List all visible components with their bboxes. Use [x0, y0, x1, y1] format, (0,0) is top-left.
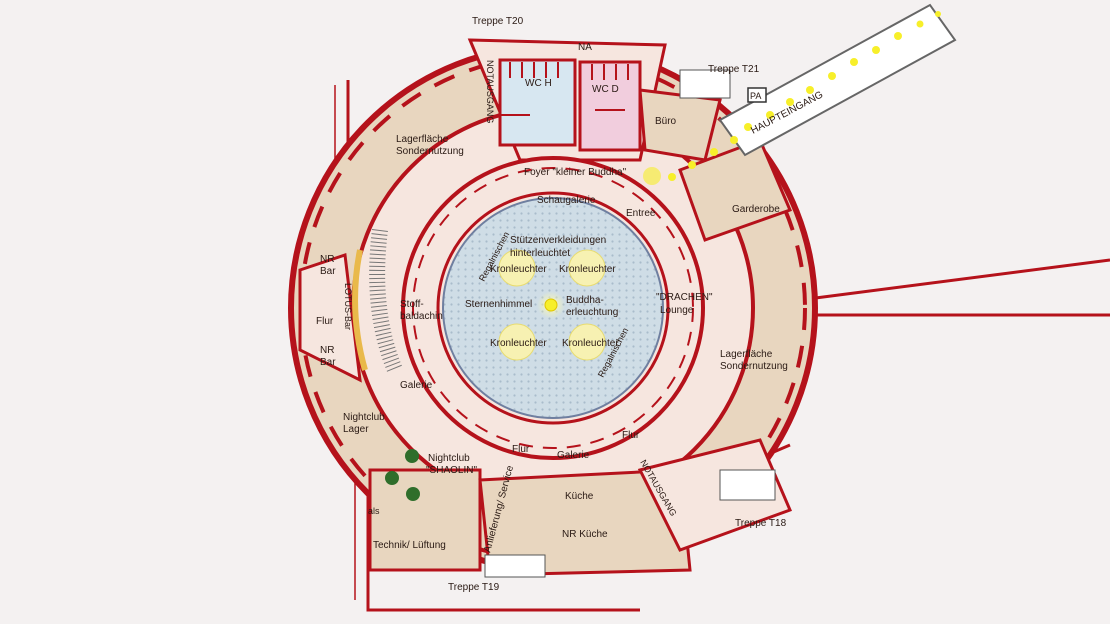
label-schaugalerie: Schaugalerie: [537, 195, 596, 206]
plants: [385, 449, 420, 501]
wc-h-room: [498, 58, 577, 147]
label-sternenhimmel: Sternenhimmel: [465, 299, 532, 310]
label-galerie-bottom: Galerie: [557, 450, 590, 461]
label-pa: PA: [750, 91, 761, 101]
label-kronleuchter-2: Kronleuchter: [559, 264, 616, 275]
label-flur-bottom-1: Flur: [512, 444, 530, 455]
label-treppe-t19: Treppe T19: [448, 582, 500, 593]
label-lagerflaeche-2: Lagerfläche: [720, 349, 773, 360]
label-nightclub-lager-1: Nightclub: [343, 412, 385, 423]
stair-t18: [719, 469, 776, 501]
label-als: als: [368, 506, 380, 516]
chandelier: [568, 249, 606, 287]
label-na: NA: [578, 42, 592, 53]
label-nr-bar-2b: Bar: [320, 357, 336, 368]
label-kronleuchter-4: Kronleuchter: [562, 338, 619, 349]
label-nr-kueche: NR Küche: [562, 529, 608, 540]
label-treppe-t18: Treppe T18: [735, 518, 787, 529]
label-stuetzen-1: Stützenverkleidungen: [510, 235, 606, 246]
label-treppe-t21: Treppe T21: [708, 64, 760, 75]
label-nr-bar-1: NR: [320, 254, 334, 265]
label-flur-bottom-2: Flur: [622, 430, 640, 441]
label-kronleuchter-3: Kronleuchter: [490, 338, 547, 349]
wc-blocks: [498, 58, 642, 152]
buddha-light: [537, 291, 565, 319]
label-notausgang-top: NOTAUSGANG: [485, 60, 495, 123]
label-stuetzen-2: hinterleuchtet: [510, 248, 570, 259]
lotus-bar-shape: [352, 249, 368, 371]
label-stoff-2: baldachin: [400, 311, 443, 322]
label-buddha-1: Buddha-: [566, 295, 604, 306]
label-nr-bar-1b: Bar: [320, 266, 336, 277]
label-technik: Technik/ Lüftung: [373, 540, 446, 551]
label-wc-d: WC D: [592, 84, 619, 95]
label-galerie-left: Galerie: [400, 380, 433, 391]
label-lotus-bar: LOTUS-Bar: [343, 283, 353, 330]
label-buero: Büro: [655, 116, 677, 127]
label-kronleuchter-1: Kronleuchter: [490, 264, 547, 275]
label-flur-left: Flur: [316, 316, 334, 327]
label-entree: Entree: [626, 208, 656, 219]
stair-t21: [679, 69, 731, 99]
label-lagerflaeche-1: Lagerfläche: [396, 134, 449, 145]
chandelier: [498, 249, 536, 287]
chandelier: [498, 323, 536, 361]
label-drachen-1: "DRACHEN": [656, 292, 713, 303]
chandeliers: [498, 249, 606, 361]
wc-d-room: [578, 60, 642, 152]
label-nightclub-2: "SHAOLIN": [426, 465, 477, 476]
label-nightclub-lager-2: Lager: [343, 424, 369, 435]
label-sondernutzung-2: Sondernutzung: [720, 361, 788, 372]
label-drachen-2: Lounge: [660, 305, 694, 316]
chandelier: [568, 323, 606, 361]
label-garderobe: Garderobe: [732, 204, 780, 215]
stair-t19: [484, 554, 546, 578]
label-buddha-2: erleuchtung: [566, 307, 618, 318]
label-kueche: Küche: [565, 491, 594, 502]
label-stoff-1: Stoff-: [400, 299, 424, 310]
label-treppe-t20: Treppe T20: [472, 16, 524, 27]
label-nr-bar-2: NR: [320, 345, 334, 356]
label-nightclub-1: Nightclub: [428, 453, 470, 464]
label-sondernutzung-1: Sondernutzung: [396, 146, 464, 157]
label-foyer: Foyer "kleiner Buddha": [524, 167, 627, 178]
entrance-corridor: [643, 3, 957, 185]
label-wc-h: WC H: [525, 78, 552, 89]
